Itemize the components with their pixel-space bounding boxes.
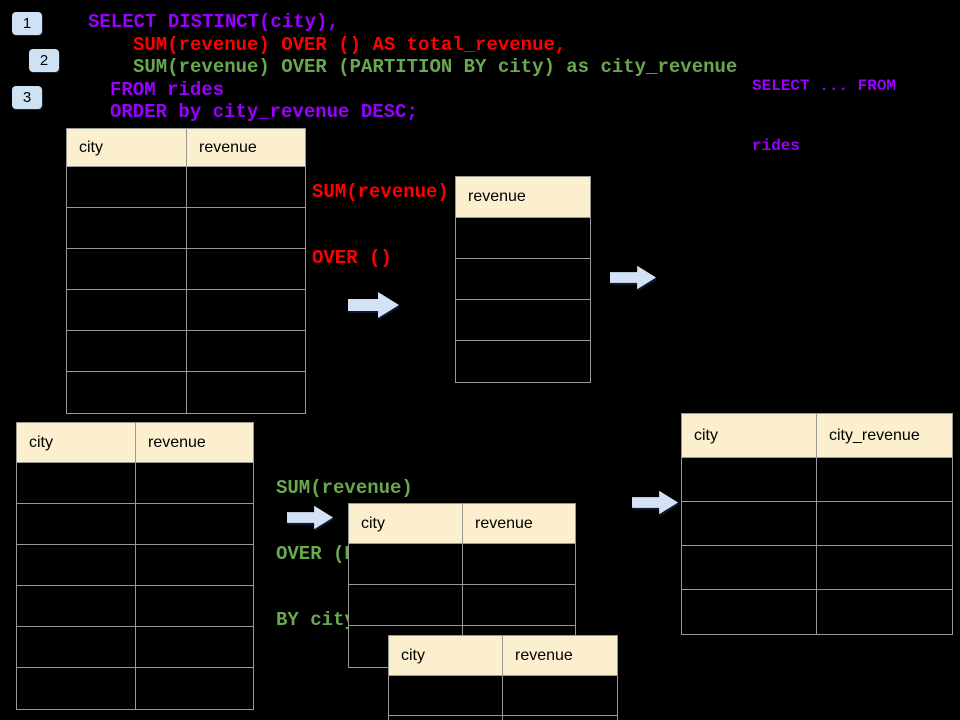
column-header-city: city bbox=[389, 636, 502, 676]
select-from-note: SELECT ... FROM rides bbox=[752, 36, 896, 196]
table-source-bottom: city revenue bbox=[16, 422, 254, 710]
table-row bbox=[17, 627, 253, 668]
table-row bbox=[67, 290, 305, 331]
table-header-row: city revenue bbox=[67, 129, 305, 167]
column-header-city: city bbox=[349, 504, 462, 544]
column-header-city: city bbox=[682, 414, 816, 458]
table-row bbox=[682, 502, 952, 546]
step-badge-2: 2 bbox=[29, 49, 59, 72]
table-header-row: city revenue bbox=[389, 636, 617, 676]
table-row bbox=[456, 341, 590, 382]
sql-line-order-by: ORDER by city_revenue DESC; bbox=[110, 101, 418, 123]
annotation-sum-partition-line1: SUM(revenue) bbox=[276, 477, 413, 499]
table-header-row: revenue bbox=[456, 177, 590, 218]
select-from-note-line1: SELECT ... FROM bbox=[752, 77, 897, 95]
arrow-right-icon bbox=[610, 265, 657, 290]
sql-line-sum-over: SUM(revenue) OVER () AS total_revenue, bbox=[133, 34, 567, 56]
table-row bbox=[682, 546, 952, 590]
column-header-city: city bbox=[67, 129, 186, 167]
annotation-sum-over: SUM(revenue) OVER () bbox=[312, 137, 449, 313]
table-body bbox=[389, 676, 617, 720]
table-row bbox=[67, 372, 305, 413]
column-header-revenue: revenue bbox=[186, 129, 305, 167]
table-row bbox=[389, 716, 617, 720]
column-header-city-revenue: city_revenue bbox=[816, 414, 952, 458]
table-row bbox=[17, 586, 253, 627]
arrow-right-icon bbox=[287, 505, 334, 530]
table-total-revenue-result: revenue bbox=[455, 176, 591, 383]
table-row bbox=[67, 331, 305, 372]
column-header-city: city bbox=[17, 423, 135, 463]
table-header-row: city revenue bbox=[17, 423, 253, 463]
table-row bbox=[456, 218, 590, 259]
table-row bbox=[67, 208, 305, 249]
column-header-revenue: revenue bbox=[456, 177, 590, 218]
table-body bbox=[682, 458, 952, 634]
annotation-sum-over-line1: SUM(revenue) bbox=[312, 181, 449, 203]
table-row bbox=[349, 544, 575, 585]
arrow-right-icon bbox=[348, 292, 399, 318]
table-header-row: city city_revenue bbox=[682, 414, 952, 458]
table-row bbox=[17, 463, 253, 504]
table-row bbox=[349, 585, 575, 626]
sql-line-sum-partition: SUM(revenue) OVER (PARTITION BY city) as… bbox=[133, 56, 738, 78]
sql-line-select: SELECT DISTINCT(city), bbox=[88, 11, 339, 33]
table-row bbox=[67, 167, 305, 208]
step-badge-3: 3 bbox=[12, 86, 42, 109]
column-header-revenue: revenue bbox=[502, 636, 617, 676]
column-header-revenue: revenue bbox=[135, 423, 253, 463]
table-row bbox=[456, 300, 590, 341]
annotation-sum-over-line2: OVER () bbox=[312, 247, 392, 269]
table-city-revenue-result: city city_revenue bbox=[681, 413, 953, 635]
table-row bbox=[17, 545, 253, 586]
table-row bbox=[682, 590, 952, 634]
table-source-top: city revenue bbox=[66, 128, 306, 414]
select-from-note-line2: rides bbox=[752, 137, 801, 155]
column-header-revenue: revenue bbox=[462, 504, 575, 544]
table-row bbox=[17, 668, 253, 709]
table-row bbox=[682, 458, 952, 502]
table-body bbox=[17, 463, 253, 709]
table-row bbox=[456, 259, 590, 300]
step-badge-1: 1 bbox=[12, 12, 42, 35]
sql-line-from: FROM rides bbox=[110, 79, 225, 101]
table-body bbox=[67, 167, 305, 413]
arrow-right-icon bbox=[632, 490, 679, 515]
table-partition-overlay: city revenue bbox=[388, 635, 618, 720]
table-row bbox=[389, 676, 617, 716]
table-row bbox=[17, 504, 253, 545]
table-body bbox=[456, 218, 590, 382]
table-header-row: city revenue bbox=[349, 504, 575, 544]
table-row bbox=[67, 249, 305, 290]
